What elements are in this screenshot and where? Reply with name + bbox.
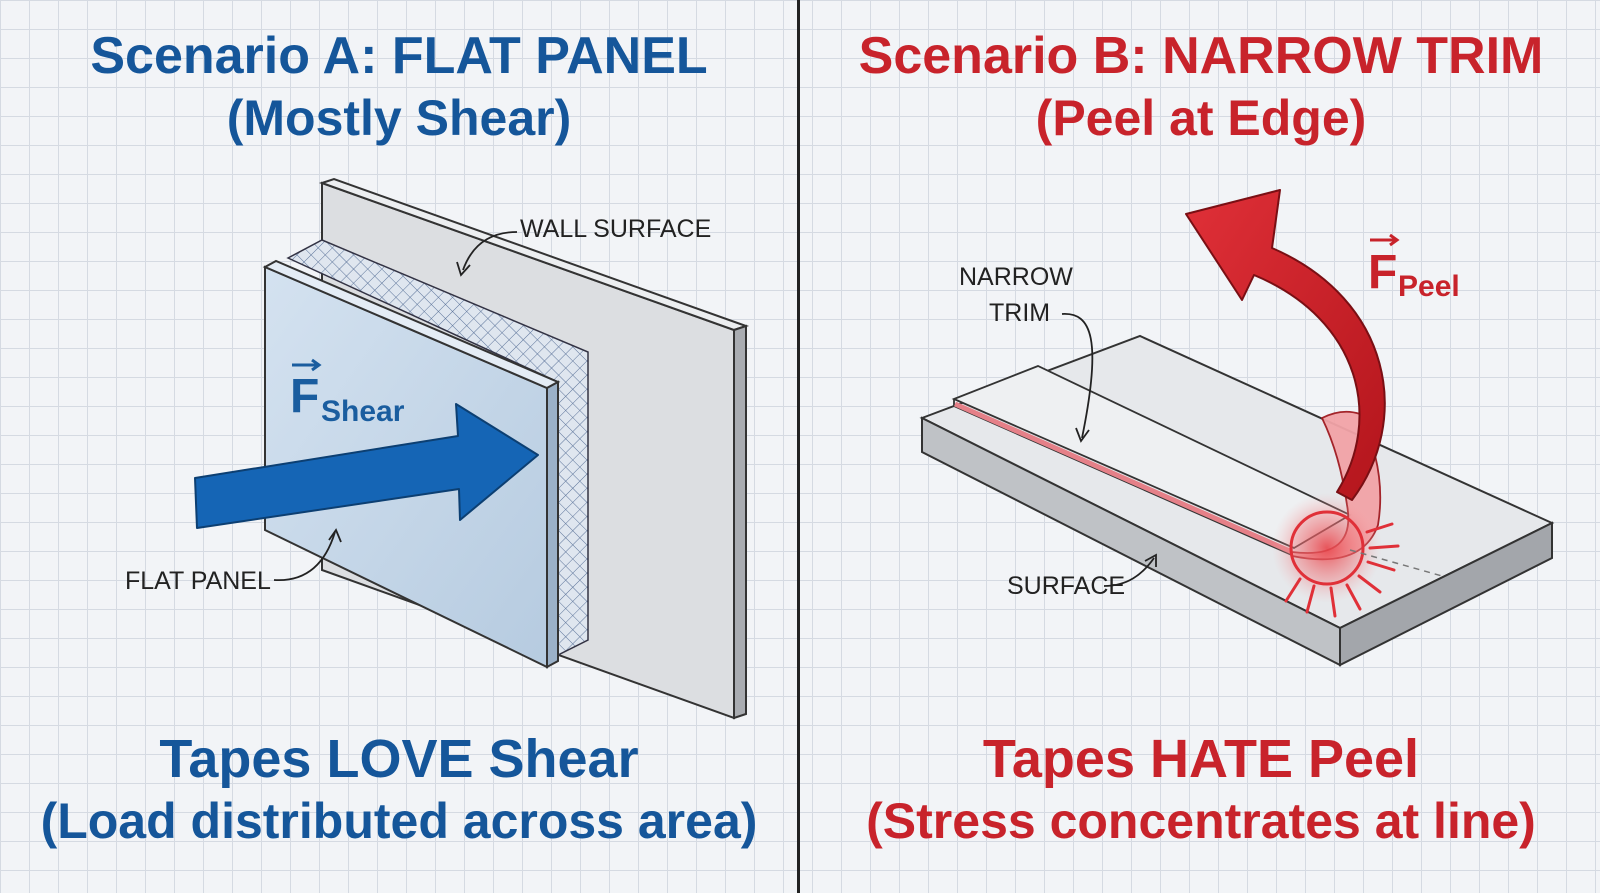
flat-panel-label: FLAT PANEL bbox=[125, 567, 271, 595]
stress-concentration-circle bbox=[1289, 510, 1365, 586]
scenario-b-footer-title: Tapes HATE Peel bbox=[982, 729, 1420, 789]
scenario-a-footer-subtitle: (Load distributed across area) bbox=[40, 793, 758, 849]
surface-label: SURFACE bbox=[1007, 572, 1125, 600]
stress-rays bbox=[1284, 522, 1400, 618]
trim-extension-dashed-line bbox=[1349, 549, 1443, 577]
force-symbol-peel: F bbox=[1368, 246, 1397, 299]
peel-force-arrow bbox=[1185, 189, 1386, 501]
center-divider bbox=[797, 0, 800, 893]
peel-force-label: F Peel bbox=[1368, 233, 1460, 303]
scenario-b-title: Scenario B: NARROW TRIM bbox=[858, 27, 1544, 85]
scenario-a-title: Scenario A: FLAT PANEL bbox=[90, 27, 708, 85]
stress-glow bbox=[1272, 493, 1382, 603]
panel-leader-arrowhead bbox=[328, 528, 342, 543]
scenario-a-subtitle: (Mostly Shear) bbox=[226, 90, 572, 146]
narrow-trim-label-line1: NARROW bbox=[959, 263, 1073, 291]
force-subscript-shear: Shear bbox=[321, 395, 405, 428]
surface-leader-line bbox=[1103, 557, 1155, 587]
wall-leader-line bbox=[462, 231, 518, 271]
shear-diagram: F Shear WALL SURFACE FLAT PANEL bbox=[125, 177, 750, 720]
trim-tape-edge bbox=[953, 401, 1294, 555]
scenario-b-footer-subtitle: (Stress concentrates at line) bbox=[866, 793, 1536, 849]
force-subscript-peel: Peel bbox=[1398, 270, 1460, 303]
narrow-trim-label-line2: TRIM bbox=[989, 299, 1050, 327]
force-symbol-shear: F bbox=[290, 370, 319, 423]
vector-arrow-icon bbox=[292, 358, 322, 372]
shear-force-label: F Shear bbox=[290, 358, 405, 428]
scenario-a-footer-title: Tapes LOVE Shear bbox=[159, 729, 639, 789]
wall-leader-arrowhead bbox=[456, 261, 471, 277]
surface-leader-arrowhead bbox=[1144, 553, 1157, 567]
scenario-b-panel: Scenario B: NARROW TRIM (Peel at Edge) bbox=[802, 0, 1600, 893]
trim-leader-line bbox=[1061, 313, 1094, 439]
panel-leader-line bbox=[273, 531, 336, 581]
vector-arrow-icon bbox=[1370, 233, 1400, 247]
shear-force-arrow bbox=[194, 403, 539, 529]
trim-leader-arrowhead bbox=[1075, 427, 1090, 443]
peel-diagram: F Peel NARROW TRIM SURFACE bbox=[919, 189, 1555, 667]
scenario-a-panel: Scenario A: FLAT PANEL (Mostly Shear) bbox=[0, 0, 798, 893]
wall-surface-label: WALL SURFACE bbox=[520, 215, 711, 243]
scenario-b-subtitle: (Peel at Edge) bbox=[1035, 90, 1367, 146]
